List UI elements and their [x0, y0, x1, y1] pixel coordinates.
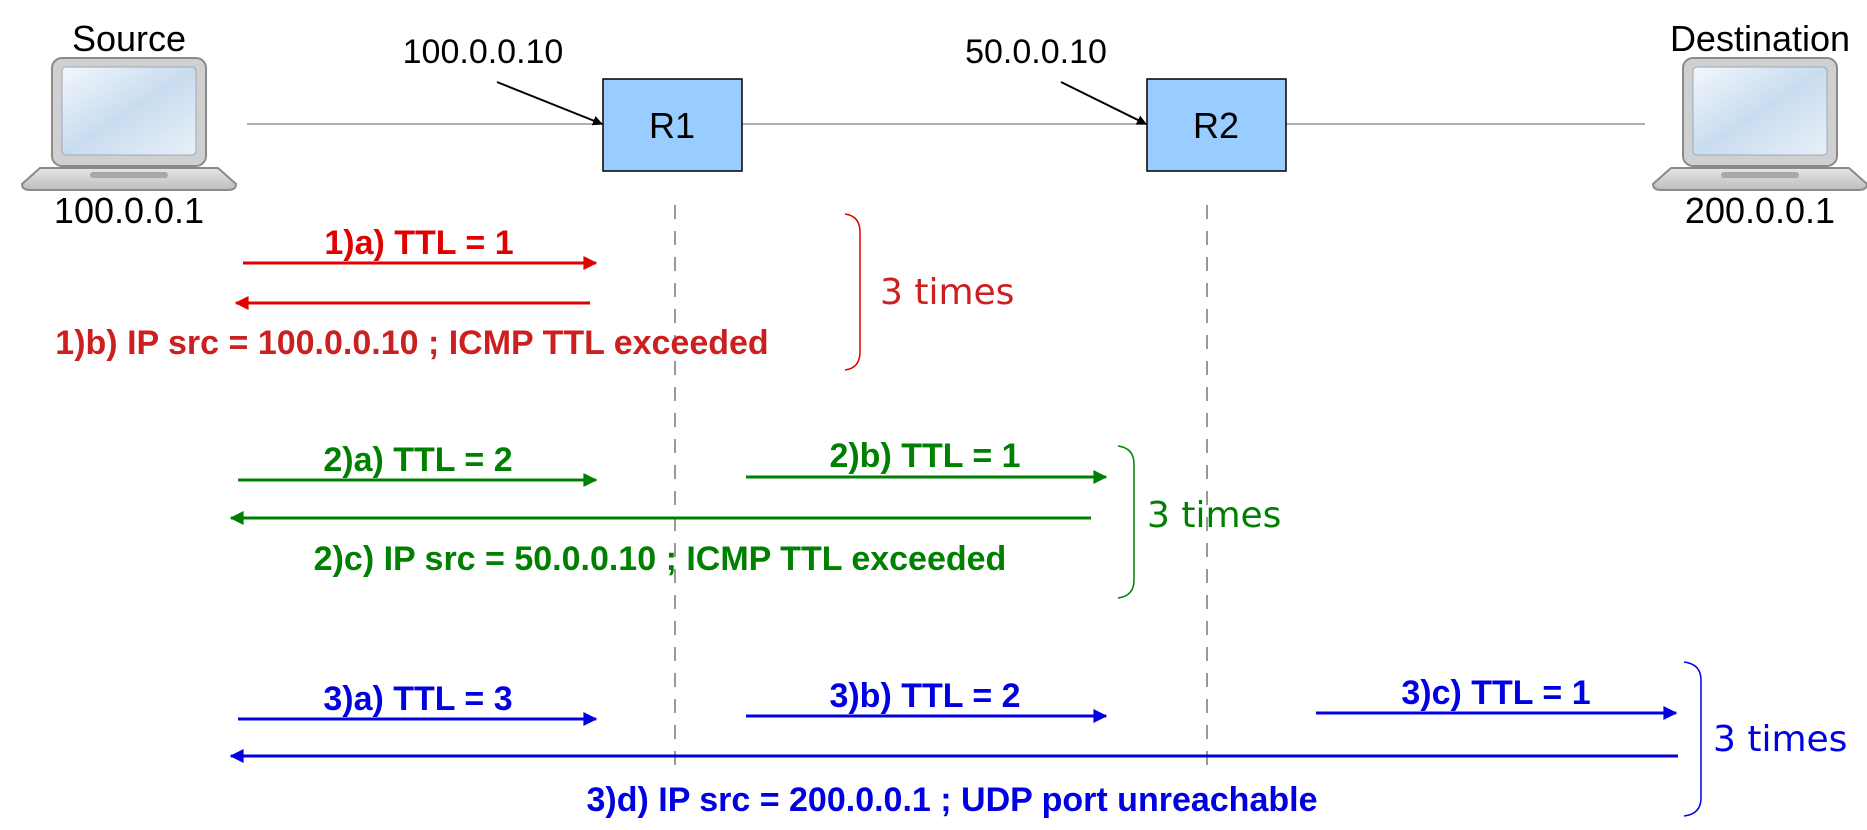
r1-ip-pointer: [496, 81, 603, 126]
round3-brace: [1683, 661, 1702, 817]
round3-step-a: 3)a) TTL = 3: [323, 680, 512, 718]
round1-repeat: 3 times: [880, 272, 1014, 313]
r2-ip-pointer: [1060, 81, 1147, 125]
destination-ip: 200.0.0.1: [1685, 190, 1835, 231]
round1-step-b: 1)b) IP src = 100.0.0.10 ; ICMP TTL exce…: [55, 324, 768, 362]
destination-label: Destination: [1670, 18, 1850, 59]
router-r1-label: R1: [649, 105, 695, 146]
round2-repeat: 3 times: [1147, 495, 1281, 536]
round1-step-a: 1)a) TTL = 1: [324, 224, 513, 262]
destination-laptop-icon: [1651, 57, 1867, 191]
source-laptop-icon: [20, 57, 238, 191]
round2-brace: [1117, 445, 1135, 599]
round3-step-b: 3)b) TTL = 2: [829, 677, 1020, 715]
r2-ip-label: 50.0.0.10: [965, 33, 1107, 71]
router-r2-label: R2: [1193, 105, 1239, 146]
router-r2: [1146, 78, 1287, 172]
round1-brace: [844, 213, 861, 371]
r1-ip-label: 100.0.0.10: [403, 33, 564, 71]
round2-step-b: 2)b) TTL = 1: [829, 437, 1020, 475]
round3-step-c: 3)c) TTL = 1: [1401, 674, 1590, 712]
round-1: 1)a) TTL = 1 1)b) IP src = 100.0.0.10 ; …: [55, 213, 1014, 371]
round-2: 2)a) TTL = 2 2)b) TTL = 1 2)c) IP src = …: [229, 437, 1281, 599]
router-r1: [602, 78, 743, 172]
round3-step-d: 3)d) IP src = 200.0.0.1 ; UDP port unrea…: [587, 781, 1318, 819]
round-3: 3)a) TTL = 3 3)b) TTL = 2 3)c) TTL = 1 3…: [229, 661, 1847, 819]
source-label: Source: [72, 18, 186, 59]
round2-step-c: 2)c) IP src = 50.0.0.10 ; ICMP TTL excee…: [314, 540, 1007, 578]
source-ip: 100.0.0.1: [54, 190, 204, 231]
round2-step-a: 2)a) TTL = 2: [323, 441, 512, 479]
round3-repeat: 3 times: [1713, 719, 1847, 760]
